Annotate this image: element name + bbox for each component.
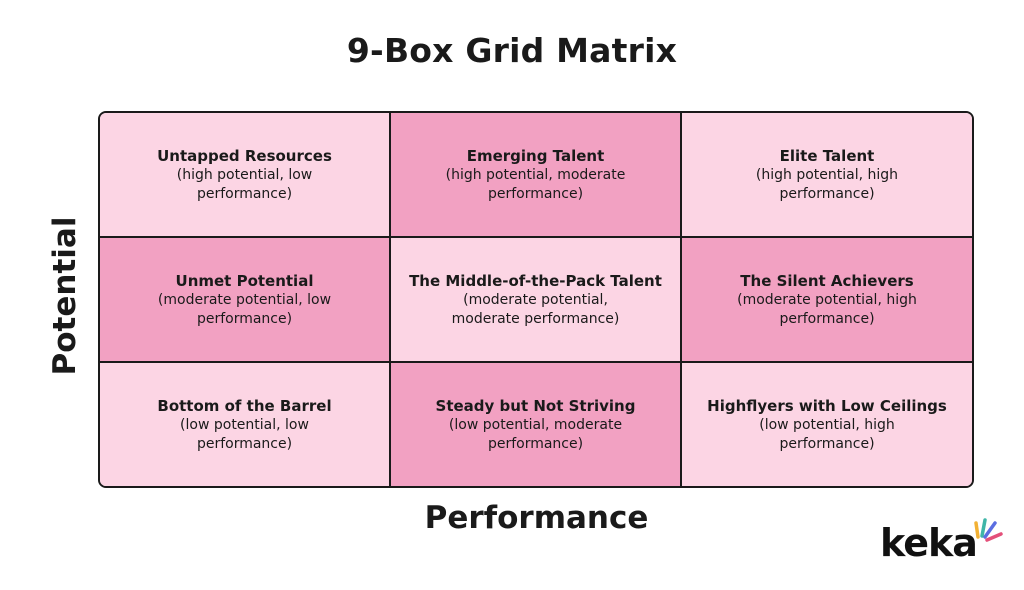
cell-title: Highflyers with Low Ceilings <box>707 396 947 415</box>
grid-cell-moderate-potential-moderate-performance: The Middle-of-the-Pack Talent (moderate … <box>391 238 682 363</box>
logo-ray <box>983 521 997 539</box>
keka-logo: keka <box>880 521 978 565</box>
cell-description: (high potential, moderate performance) <box>445 166 626 202</box>
logo-ray <box>974 521 980 539</box>
cell-title: The Silent Achievers <box>740 271 914 290</box>
cell-title: Steady but Not Striving <box>435 396 636 415</box>
cell-title: Unmet Potential <box>175 271 314 290</box>
grid-cell-high-potential-low-performance: Untapped Resources (high potential, low … <box>100 113 391 238</box>
cell-title: Untapped Resources <box>157 146 332 165</box>
nine-box-grid: Untapped Resources (high potential, low … <box>98 111 974 488</box>
grid-cell-low-potential-low-performance: Bottom of the Barrel (low potential, low… <box>100 363 391 486</box>
y-axis-label: Potential <box>47 216 83 376</box>
cell-title: Elite Talent <box>779 146 875 165</box>
cell-description: (moderate potential, high performance) <box>737 291 917 327</box>
grid-cell-moderate-potential-high-performance: The Silent Achievers (moderate potential… <box>682 238 972 363</box>
logo-ray <box>980 518 987 538</box>
cell-title: Bottom of the Barrel <box>157 396 332 415</box>
logo-ray <box>985 532 1003 542</box>
cell-description: (low potential, moderate performance) <box>448 416 623 452</box>
grid-cell-high-potential-high-performance: Elite Talent (high potential, high perfo… <box>682 113 972 238</box>
cell-description: (moderate potential, low performance) <box>157 291 332 327</box>
diagram-title: 9-Box Grid Matrix <box>346 31 678 70</box>
x-axis-label: Performance <box>424 500 649 536</box>
cell-description: (low potential, high performance) <box>759 416 895 452</box>
logo-rays-icon <box>974 518 1003 542</box>
grid-cell-high-potential-moderate-performance: Emerging Talent (high potential, moderat… <box>391 113 682 238</box>
cell-title: Emerging Talent <box>466 146 605 165</box>
grid-cell-moderate-potential-low-performance: Unmet Potential (moderate potential, low… <box>100 238 391 363</box>
cell-description: (high potential, low performance) <box>176 166 313 202</box>
cell-description: (moderate potential, moderate performanc… <box>451 291 620 327</box>
grid-cell-low-potential-high-performance: Highflyers with Low Ceilings (low potent… <box>682 363 972 486</box>
grid-cell-low-potential-moderate-performance: Steady but Not Striving (low potential, … <box>391 363 682 486</box>
cell-title: The Middle-of-the-Pack Talent <box>409 271 662 290</box>
cell-description: (high potential, high performance) <box>755 166 899 202</box>
cell-description: (low potential, low performance) <box>180 416 309 452</box>
